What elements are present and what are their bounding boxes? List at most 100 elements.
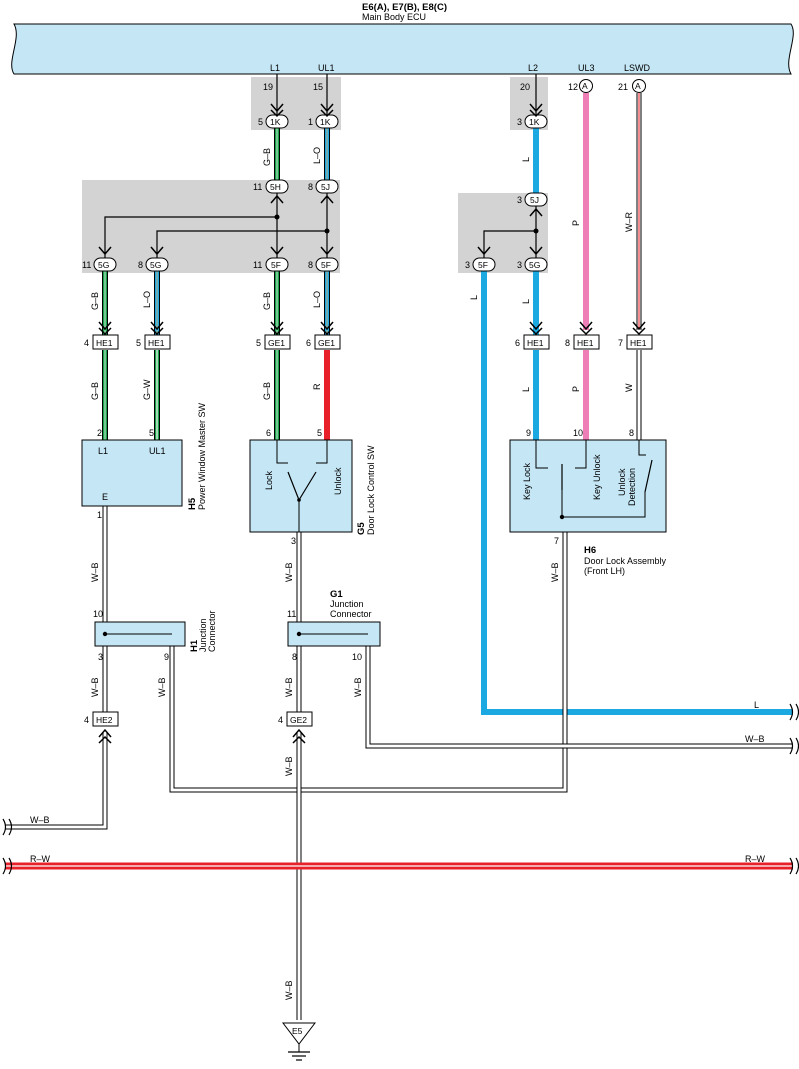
svg-text:GE2: GE2 [290,715,307,725]
svg-text:E: E [102,492,108,502]
connector-oval-5g-b: 5G 8 [138,257,169,272]
svg-text:G–B: G–B [262,382,272,400]
connector-oval-5g-a: 5G 11 [82,257,117,272]
svg-text:Lock: Lock [264,470,274,490]
ecu-connector-title: E6(A), E7(B), E8(C) [362,2,447,13]
svg-text:Unlock: Unlock [617,468,627,496]
ecu-pin-l1: 19 [263,82,273,92]
svg-text:5J: 5J [321,182,330,192]
svg-text:Key Lock: Key Lock [522,462,532,500]
connector-he1-d: HE1 8 [565,334,600,350]
svg-text:L: L [754,700,759,710]
svg-text:5G: 5G [529,260,540,270]
svg-text:W–B: W–B [284,980,294,1000]
svg-text:W–B: W–B [157,677,167,697]
svg-text:W–B: W–B [353,677,363,697]
ecu-terminal-l2: L2 [528,63,538,73]
svg-text:H6: H6 [584,545,596,556]
svg-text:E5: E5 [292,1026,303,1036]
svg-text:GE1: GE1 [318,338,335,348]
svg-text:W–B: W–B [90,677,100,697]
svg-text:HE1: HE1 [527,338,544,348]
svg-text:6: 6 [306,338,311,348]
svg-text:8: 8 [308,182,313,192]
svg-text:1: 1 [308,117,313,127]
svg-text:HE2: HE2 [96,715,113,725]
connector-oval-5j: 5J 8 [308,179,339,194]
svg-text:W: W [624,383,634,392]
connector-he2: HE2 4 [84,711,119,727]
svg-text:10: 10 [573,428,583,438]
svg-text:UL1: UL1 [149,446,166,456]
svg-text:8: 8 [308,260,313,270]
svg-text:Detection: Detection [627,468,637,506]
svg-text:Unlock: Unlock [333,467,343,495]
svg-text:8: 8 [629,428,634,438]
ecu-conn-ul3-label: A [582,81,588,91]
svg-text:5F: 5F [478,260,488,270]
svg-text:L: L [521,157,531,162]
connector-oval-5f-b: 5F 8 [308,257,339,272]
svg-text:5: 5 [149,428,154,438]
svg-text:8: 8 [565,338,570,348]
splice-area-5 [82,180,340,273]
svg-text:11: 11 [82,260,91,270]
ecu-pin-l2: 20 [520,82,530,92]
svg-text:3: 3 [465,260,470,270]
ecu-name: Main Body ECU [362,12,426,22]
svg-text:P: P [571,386,581,392]
svg-text:Power Window Master SW: Power Window Master SW [197,402,207,510]
svg-text:L–O: L–O [312,147,322,164]
splice-wiring [104,74,539,258]
svg-text:Key Unlock: Key Unlock [592,454,602,500]
svg-text:8: 8 [138,260,143,270]
wire-5f-l-blue [481,270,793,715]
svg-text:5: 5 [256,338,261,348]
svg-text:5F: 5F [321,260,331,270]
wire-color-labels: G–B L–O G–B L–O G–B L–O G–B G–W G–B R L … [30,147,766,1000]
wire-break-marks [2,703,799,875]
svg-text:3: 3 [291,536,296,546]
svg-text:G–B: G–B [262,292,272,310]
svg-text:6: 6 [266,428,271,438]
svg-text:5F: 5F [271,260,281,270]
connector-he1-e: HE1 7 [618,334,653,350]
door-lock-assembly: 9 10 8 7 Key Lock Key Unlock Unlock Dete… [509,428,667,576]
junction-connector-h1: 10 3 9 H1 Junction Connector [93,609,217,662]
svg-text:G–B: G–B [262,148,272,166]
svg-text:G1: G1 [330,589,343,600]
svg-text:P: P [571,220,581,226]
ecu-conn-ul3 [579,79,593,93]
power-window-master-switch: 2 5 L1 UL1 E 1 H5 Power Window Master SW [81,402,207,520]
svg-text:Connector: Connector [207,610,217,652]
svg-text:W–B: W–B [30,815,50,825]
svg-text:1K: 1K [320,117,331,127]
svg-text:5H: 5H [270,182,281,192]
ecu-terminal-lswd: LSWD [624,63,651,73]
svg-text:3: 3 [517,260,522,270]
connector-oval-5h: 5H 11 [253,179,289,194]
svg-text:8: 8 [292,652,297,662]
svg-text:GE1: GE1 [268,338,285,348]
svg-text:G5: G5 [356,522,367,535]
connector-he1-a: HE1 4 [84,334,119,350]
svg-text:R–W: R–W [745,854,766,864]
svg-text:H5: H5 [187,497,198,510]
svg-text:5: 5 [258,117,263,127]
svg-text:11: 11 [287,609,296,619]
svg-text:R–W: R–W [30,854,51,864]
ecu-terminal-l1: L1 [270,63,280,73]
svg-text:Door Lock Control SW: Door Lock Control SW [366,445,376,535]
main-body-ecu [11,23,794,75]
svg-text:W–B: W–B [284,562,294,582]
svg-text:Door Lock Assembly: Door Lock Assembly [584,556,667,566]
svg-text:5J: 5J [530,195,539,205]
connector-oval-1k-a: 1K 5 [258,114,289,129]
svg-text:2: 2 [97,428,102,438]
ecu-pin-ul3: 12 [568,82,578,92]
svg-text:G–B: G–B [90,292,100,310]
ecu-pin-lswd: 21 [618,82,628,92]
svg-text:W–B: W–B [284,756,294,776]
svg-text:3: 3 [517,195,522,205]
